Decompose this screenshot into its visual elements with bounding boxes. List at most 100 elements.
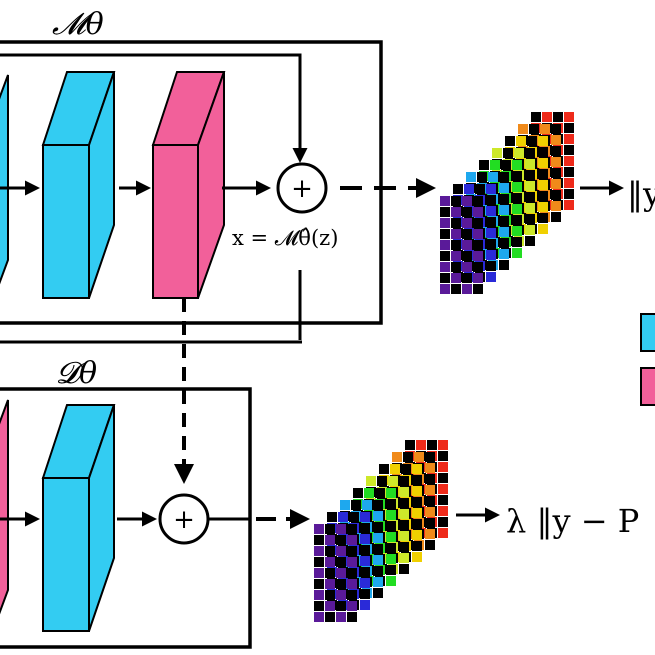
voxel (538, 202, 548, 212)
top-voxel-cube (440, 112, 574, 294)
voxel (527, 136, 537, 146)
voxel (462, 251, 472, 261)
voxel (375, 488, 385, 498)
voxel (551, 212, 561, 222)
voxel (314, 590, 324, 600)
voxel (386, 510, 396, 520)
voxel (438, 473, 448, 483)
voxel (564, 156, 574, 166)
voxel (405, 440, 415, 450)
voxel (462, 196, 472, 206)
voxel (512, 182, 522, 192)
voxel (473, 273, 483, 283)
voxel (462, 284, 472, 294)
voxel (425, 474, 435, 484)
voxel (438, 495, 448, 505)
voxel (512, 226, 522, 236)
voxel (538, 169, 548, 179)
voxel (373, 566, 383, 576)
voxel (551, 201, 561, 211)
voxel (451, 218, 461, 228)
legend-pink-swatch (640, 367, 655, 406)
voxel (386, 565, 396, 575)
bottom-pink-block-partial-face (0, 399, 9, 615)
voxel (386, 532, 396, 542)
voxel (325, 557, 335, 567)
voxel (425, 529, 435, 539)
voxel (512, 160, 522, 170)
voxel (499, 172, 509, 182)
voxel (392, 452, 402, 462)
voxel (564, 167, 574, 177)
voxel (386, 576, 396, 586)
voxel (473, 218, 483, 228)
voxel (462, 262, 472, 272)
voxel (386, 543, 396, 553)
voxel (473, 207, 483, 217)
voxel (325, 535, 335, 545)
voxel (336, 590, 346, 600)
voxel (486, 261, 496, 271)
voxel (499, 216, 509, 226)
voxel (553, 112, 563, 122)
voxel (551, 168, 561, 178)
top-sum-node: + (276, 162, 328, 214)
voxel (486, 206, 496, 216)
voxel (525, 225, 535, 235)
voxel (325, 590, 335, 600)
voxel (347, 524, 357, 534)
voxel (486, 250, 496, 260)
voxel (379, 464, 389, 474)
voxel (538, 158, 548, 168)
voxel (538, 136, 548, 146)
voxel (336, 524, 346, 534)
voxel (514, 148, 524, 158)
voxel (451, 240, 461, 250)
voxel (399, 553, 409, 563)
voxel (401, 464, 411, 474)
voxel (525, 203, 535, 213)
x-equation-label: x = 𝓜θ̂(z) (232, 226, 338, 250)
voxel (438, 484, 448, 494)
voxel (399, 531, 409, 541)
voxel (425, 485, 435, 495)
voxel (551, 124, 561, 134)
voxel (438, 528, 448, 538)
voxel (473, 240, 483, 250)
voxel (425, 507, 435, 517)
voxel (347, 557, 357, 567)
voxel (338, 512, 348, 522)
voxel (440, 207, 450, 217)
voxel (525, 236, 535, 246)
voxel (386, 488, 396, 498)
voxel (325, 524, 335, 534)
voxel (525, 170, 535, 180)
voxel (462, 229, 472, 239)
voxel (399, 542, 409, 552)
voxel (425, 496, 435, 506)
voxel (412, 530, 422, 540)
voxel (440, 284, 450, 294)
voxel (525, 181, 535, 191)
voxel (314, 612, 324, 622)
voxel (412, 519, 422, 529)
voxel (473, 196, 483, 206)
voxel (336, 612, 346, 622)
voxel (473, 262, 483, 272)
voxel (412, 497, 422, 507)
voxel (499, 183, 509, 193)
voxel (462, 273, 472, 283)
voxel (499, 227, 509, 237)
voxel (538, 147, 548, 157)
voxel (486, 195, 496, 205)
voxel (551, 135, 561, 145)
voxel (373, 500, 383, 510)
voxel (412, 508, 422, 518)
top-pink-block (151, 71, 226, 299)
voxel (531, 112, 541, 122)
voxel (475, 184, 485, 194)
voxel (529, 124, 539, 134)
voxel (564, 189, 574, 199)
voxel (551, 146, 561, 156)
